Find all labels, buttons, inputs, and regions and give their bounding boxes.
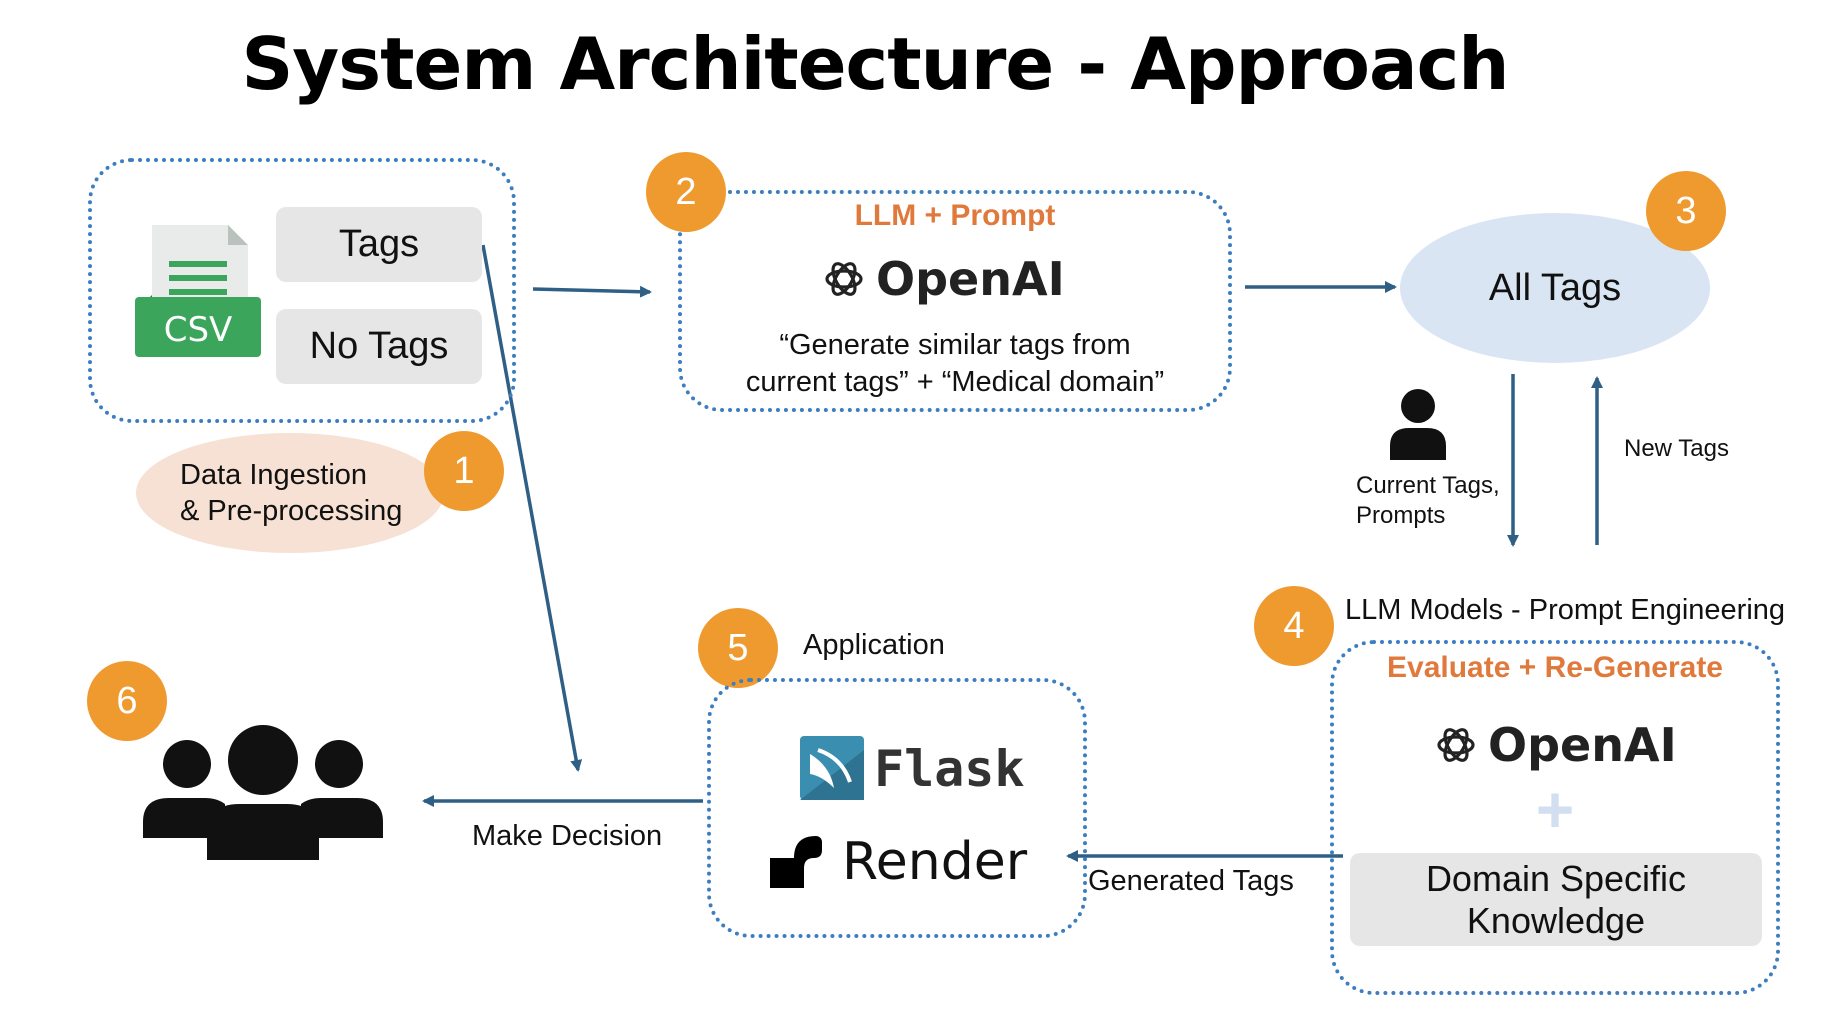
csv-label: CSV (164, 310, 233, 350)
render-logo-icon (770, 836, 822, 888)
no-tags-pill: No Tags (276, 309, 482, 384)
ingestion-caption-line2: & Pre-processing (180, 495, 403, 527)
current-tags-caption: Current Tags, Prompts (1356, 471, 1500, 531)
llm-prompt-heading: LLM + Prompt (854, 199, 1056, 232)
all-tags-label: All Tags (1488, 267, 1622, 309)
arrow-ingest-to-llm (532, 285, 652, 298)
application-label: Application (803, 629, 945, 661)
badge-4: 4 (1254, 586, 1334, 666)
prompt-line2: current tags” + “Medical domain” (745, 366, 1165, 398)
openai-brand-step4: OpenAI (1434, 718, 1677, 772)
badge-6: 6 (87, 661, 167, 741)
openai-wordmark: OpenAI (1488, 718, 1677, 772)
badge-5: 5 (698, 608, 778, 688)
evaluate-heading: Evaluate + Re-Generate (1387, 651, 1723, 684)
openai-brand-step2: OpenAI (822, 252, 1065, 306)
flask-logo-icon (800, 736, 864, 800)
evaluate-box (1330, 640, 1780, 995)
users-group-icon (143, 725, 383, 860)
current-tags-line2: Prompts (1356, 502, 1446, 529)
ingestion-caption-ellipse (136, 433, 444, 553)
badge-2: 2 (646, 152, 726, 232)
person-icon (1390, 389, 1446, 460)
domain-knowledge-line2: Knowledge (1466, 899, 1646, 941)
application-box (707, 678, 1087, 938)
llm-models-header: LLM Models - Prompt Engineering (1345, 594, 1786, 626)
openai-wordmark: OpenAI (876, 252, 1065, 306)
badge-1: 1 (424, 431, 504, 511)
domain-knowledge-pill: Domain Specific Knowledge (1350, 853, 1762, 946)
make-decision-label: Make Decision (472, 820, 663, 852)
prompt-text: “Generate similar tags from current tags… (678, 327, 1232, 401)
current-tags-line1: Current Tags, (1356, 472, 1500, 499)
data-ingestion-box (88, 158, 516, 423)
prompt-line1: “Generate similar tags from (779, 329, 1131, 361)
ingestion-caption: Data Ingestion & Pre-processing (180, 457, 402, 529)
plus-sign: + (1535, 772, 1575, 846)
tags-pill: Tags (276, 207, 482, 282)
domain-knowledge-line1: Domain Specific (1425, 857, 1687, 899)
csv-file-icon: CSV (135, 225, 261, 357)
new-tags-label: New Tags (1624, 435, 1729, 462)
generated-tags-label: Generated Tags (1088, 865, 1294, 897)
page-title: System Architecture - Approach (241, 22, 1509, 106)
ingestion-caption-line1: Data Ingestion (180, 459, 368, 491)
openai-logo-icon (1437, 728, 1475, 762)
openai-logo-icon (825, 262, 863, 296)
llm-prompt-box (678, 190, 1232, 412)
flask-wordmark: Flask (874, 740, 1025, 798)
badge-3: 3 (1646, 171, 1726, 251)
render-wordmark: Render (842, 832, 1028, 892)
